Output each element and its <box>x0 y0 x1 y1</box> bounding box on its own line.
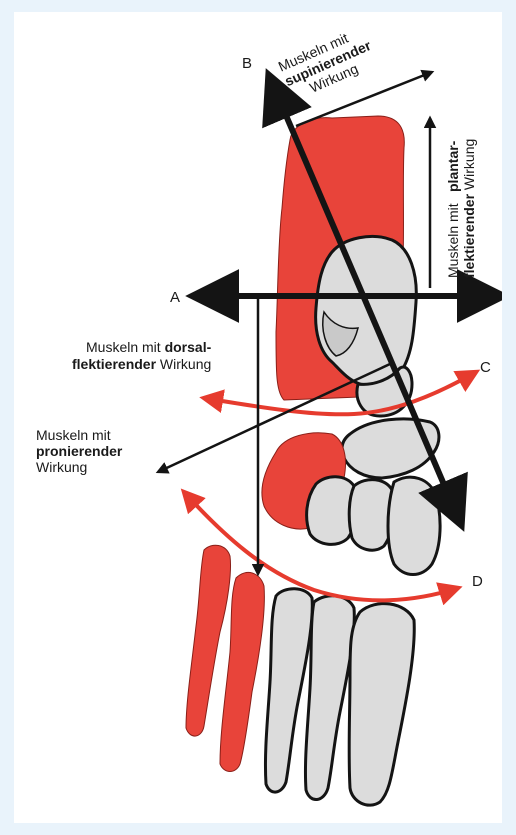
foot-axes-figure: A B C D Muskeln mit supinierender Wirkun… <box>14 12 502 823</box>
svg-text:Muskeln mit dorsal-: Muskeln mit dorsal- <box>86 339 212 355</box>
dorsalflexion-label: Muskeln mit dorsal- flektierender Wirkun… <box>72 339 212 372</box>
svg-text:flektierender Wirkung: flektierender Wirkung <box>72 356 211 372</box>
supination-label: Muskeln mit supinierender Wirkung <box>276 22 381 104</box>
axis-label-c: C <box>480 359 491 376</box>
navicular-bone <box>342 419 439 478</box>
cuneiform-medial <box>388 477 440 574</box>
watermark: Faller <box>52 104 117 130</box>
svg-text:pronierender: pronierender <box>36 443 123 459</box>
axis-label-b: B <box>242 55 252 72</box>
svg-text:Muskeln mit: Muskeln mit <box>445 203 461 278</box>
svg-text:Muskeln mit: Muskeln mit <box>36 427 111 443</box>
svg-text:plantar-: plantar- <box>445 140 461 192</box>
metatarsal-1 <box>349 604 414 806</box>
axis-label-a: A <box>170 289 180 306</box>
foot-skeleton-diagram: A B C D Muskeln mit supinierender Wirkun… <box>14 12 502 823</box>
pronation-label: Muskeln mit pronierender Wirkung <box>36 427 123 475</box>
axis-label-d: D <box>472 573 483 590</box>
plantarflexion-label: Muskeln mit plantar- flektierender Wirku… <box>445 139 477 278</box>
metatarsal-2 <box>305 596 354 800</box>
svg-text:flektierender Wirkung: flektierender Wirkung <box>461 139 477 278</box>
svg-text:Wirkung: Wirkung <box>36 459 87 475</box>
